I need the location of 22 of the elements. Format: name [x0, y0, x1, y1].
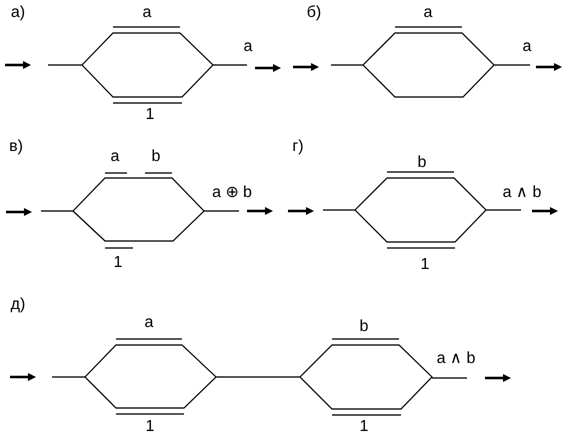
circuit-label: 1	[420, 256, 430, 274]
circuit-label: a	[144, 314, 154, 332]
circuit-label: b	[418, 154, 426, 172]
circuit-label: a	[244, 38, 252, 56]
circuit-label: a	[424, 4, 432, 22]
circuit-label: в)	[9, 138, 23, 156]
circuit-label: а)	[10, 4, 26, 22]
circuit-label: 1	[146, 418, 154, 436]
circuit-label: a ∧ b	[436, 350, 476, 368]
circuit-label: a ∧ b	[502, 184, 542, 202]
circuit-label: b	[152, 148, 160, 166]
circuit-label: a	[142, 4, 152, 22]
circuit-label: б)	[306, 4, 322, 22]
circuit-label: д)	[10, 296, 26, 314]
circuit-label: 1	[114, 254, 122, 272]
circuit-label: a ⊕ b	[212, 184, 252, 202]
circuit-label: a	[110, 148, 120, 166]
circuit-label: a	[522, 38, 532, 56]
circuit-label: г)	[292, 138, 304, 156]
circuit-label: 1	[360, 418, 368, 436]
circuit-label: 1	[146, 106, 154, 124]
circuit-label: b	[360, 318, 368, 336]
